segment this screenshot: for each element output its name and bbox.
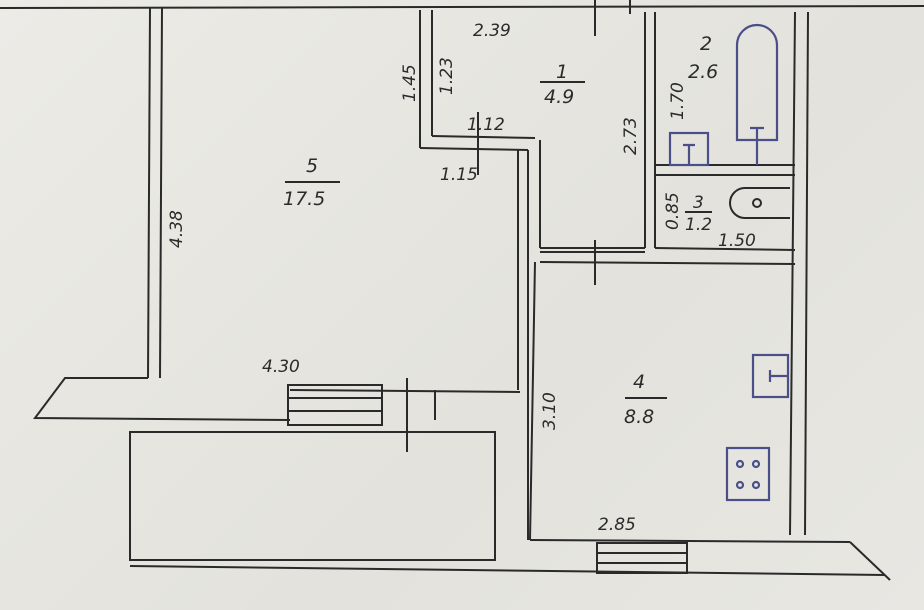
top-edge [0,5,924,9]
room-label-3: 3 1.2 [685,193,712,235]
dim-kitchen-width: 2.85 [598,515,636,535]
svg-text:17.5: 17.5 [283,188,325,210]
sink-tap-icon [683,143,695,165]
room-label-2: 2 2.6 [688,33,718,83]
balcony-bottom [129,539,891,581]
dim-corridor-top: 2.39 [473,21,511,41]
dim-kitchen-height: 3.10 [540,392,560,430]
dim-toilet-height: 0.85 [663,192,683,230]
room-label-5: 5 17.5 [283,155,340,210]
tap-icon [750,126,764,165]
room-5-walls [147,7,529,540]
dim-bath-height: 1.70 [668,82,688,120]
room-label-1: 1 4.9 [540,61,585,108]
dim-toilet-width: 1.50 [718,231,756,251]
dim-room5-height: 4.38 [167,210,187,248]
svg-text:3: 3 [693,193,704,213]
bathtub-icon [735,23,779,142]
svg-text:1: 1 [556,61,568,83]
balcony-left [33,377,521,561]
toilet-bowl-icon [752,198,762,208]
svg-text:2: 2 [700,33,712,55]
dim-corridor-left-outer: 1.45 [400,64,420,102]
stove-icon [725,446,771,502]
kitchen-tap-icon [768,370,788,382]
svg-text:4: 4 [633,371,645,393]
dim-room5-width: 4.30 [262,357,300,377]
dim-corridor-bottom: 1.12 [467,115,505,135]
svg-text:1.2: 1.2 [685,215,712,235]
kitchen-walls [529,240,796,541]
dim-corridor-right: 2.73 [621,117,641,155]
toilet-icon [729,187,790,219]
svg-text:8.8: 8.8 [624,406,654,428]
stove-burners-icon [735,459,761,490]
dim-corridor-left-inner: 1.23 [437,57,457,95]
svg-text:5: 5 [306,155,318,177]
room-label-4: 4 8.8 [624,371,667,428]
dim-room5-top-right: 1.15 [440,165,478,185]
svg-text:4.9: 4.9 [544,86,574,108]
corridor-walls [419,0,656,249]
svg-text:2.6: 2.6 [688,61,718,83]
